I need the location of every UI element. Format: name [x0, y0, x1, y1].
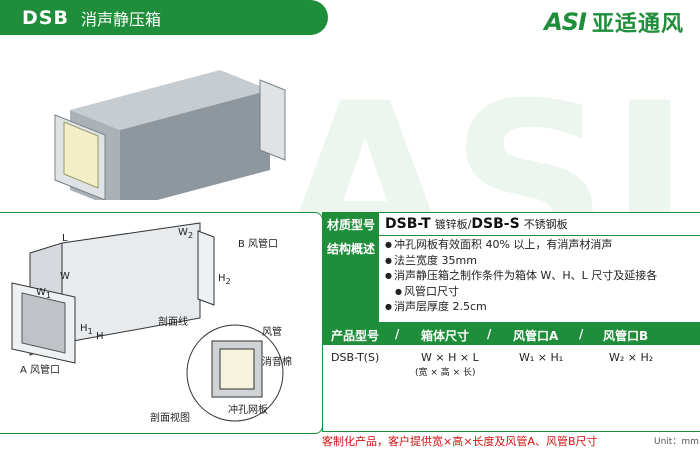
col-sep: /	[487, 327, 492, 341]
label-h1: H1	[80, 323, 93, 336]
material-value: DSB-T 镀锌板 / DSB-S 不锈钢板	[379, 213, 568, 235]
structure-item: 消声层厚度 2.5cm	[385, 300, 657, 316]
material-separator: /	[467, 217, 472, 231]
material-t-desc: 镀锌板	[434, 218, 468, 231]
material-s-code: DSB-S	[471, 216, 520, 232]
label-mesh: 冲孔网板	[228, 405, 268, 416]
cell-size-note: (宽 × 高 × 长)	[415, 368, 476, 378]
title-bar: DSB 消声静压箱	[0, 0, 328, 35]
structure-item: 法兰宽度 35mm	[385, 254, 657, 270]
col-size: 箱体尺寸	[421, 329, 470, 343]
cell-model: DSB-T(S)	[331, 351, 380, 364]
label-section-view: 剖面视图	[150, 413, 190, 424]
structure-label: 结构概述	[323, 236, 379, 322]
label-l: L	[62, 233, 68, 244]
material-s-desc: 不锈钢板	[523, 218, 568, 231]
table-header: 产品型号 / 箱体尺寸 / 风管口A / 风管口B	[323, 323, 700, 345]
product-name: 消声静压箱	[80, 9, 161, 29]
col-duct-b: 风管口B	[603, 329, 649, 343]
product-model: DSB	[22, 6, 69, 29]
structure-item-continued: 风管口尺寸	[385, 285, 657, 301]
col-model: 产品型号	[331, 329, 380, 343]
material-row: 材质型号 DSB-T 镀锌板 / DSB-S 不锈钢板	[323, 213, 700, 236]
table-row: DSB-T(S) W × H × L (宽 × 高 × 长) W₁ × H₁ W…	[323, 347, 700, 381]
structure-list: 冲孔网板有效面积 40% 以上，有消声材消声 法兰宽度 35mm 消声静压箱之制…	[379, 238, 657, 322]
diagram-drawing	[11, 222, 284, 422]
product-render	[54, 70, 286, 200]
spec-table: 材质型号 DSB-T 镀锌板 / DSB-S 不锈钢板 结构概述 冲孔网板有效面…	[322, 212, 700, 432]
dimension-diagram: L W2 B 风管口 W W1 H2 H1 H 剖面线 风管 消音棉 A 风管口…	[0, 212, 323, 434]
structure-item: 冲孔网板有效面积 40% 以上，有消声材消声	[385, 238, 657, 254]
label-w1: W1	[36, 287, 52, 300]
label-h: H	[96, 331, 104, 342]
unit-label: Unit：mm	[654, 437, 699, 447]
cell-duct-b: W₂ × H₂	[609, 351, 654, 364]
label-w: W	[60, 271, 70, 282]
cell-size: W × H × L	[421, 351, 479, 364]
col-sep: /	[579, 327, 584, 341]
logo-text: 亚适通风	[591, 12, 684, 37]
brand-logo: ASI 亚适通风	[544, 6, 684, 38]
label-h2: H2	[218, 273, 231, 286]
material-label: 材质型号	[323, 213, 379, 235]
logo-mark: ASI	[544, 8, 587, 36]
label-section-line: 剖面线	[158, 317, 188, 328]
col-sep: /	[395, 327, 400, 341]
material-t-code: DSB-T	[385, 216, 431, 232]
col-duct-a: 风管口A	[513, 329, 559, 343]
cell-duct-a: W₁ × H₁	[519, 351, 564, 364]
label-a-duct: A 风管口	[20, 365, 61, 376]
label-absorber: 消音棉	[262, 357, 292, 368]
label-w2: W2	[178, 227, 194, 240]
structure-item: 消声静压箱之制作条件为箱体 W、H、L 尺寸及延接各	[385, 269, 657, 285]
label-duct: 风管	[262, 327, 282, 338]
label-b-duct: B 风管口	[238, 239, 279, 250]
custom-note: 客制化产品，客户提供宽×高×长度及风管A、风管B尺寸	[322, 435, 598, 448]
structure-row: 结构概述 冲孔网板有效面积 40% 以上，有消声材消声 法兰宽度 35mm 消声…	[323, 236, 700, 323]
